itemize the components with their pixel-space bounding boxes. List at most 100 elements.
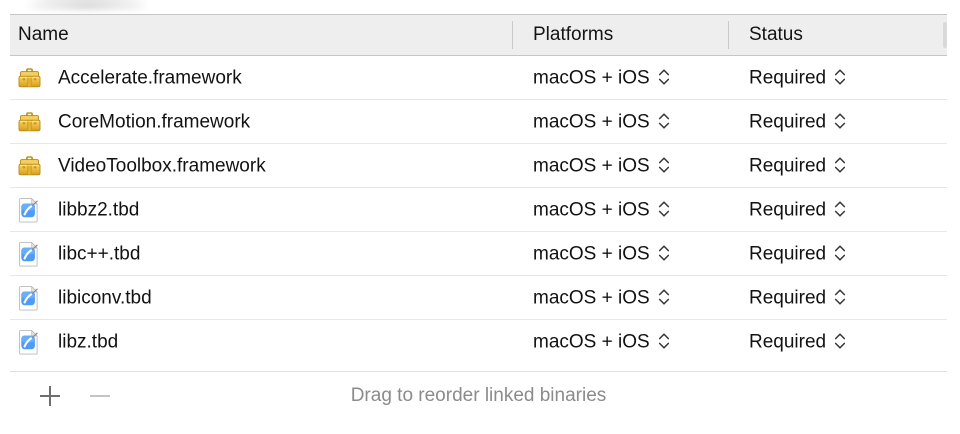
cell-status[interactable]: Required <box>737 320 846 363</box>
status-popup-chevron[interactable] <box>834 200 846 218</box>
chevron-up-down-icon <box>834 113 846 129</box>
column-header-platforms[interactable]: Platforms <box>533 24 614 45</box>
table-header-row: Name Platforms Status <box>10 14 947 56</box>
cell-name[interactable]: VideoToolbox.framework <box>18 144 266 187</box>
platforms-popup-value: macOS + iOS <box>533 331 650 353</box>
binary-name-label: libbz2.tbd <box>58 199 140 221</box>
platforms-popup-value: macOS + iOS <box>533 111 650 133</box>
chevron-up-down-icon <box>658 289 669 305</box>
cell-platforms[interactable]: macOS + iOS <box>521 276 670 319</box>
cell-name[interactable]: libiconv.tbd <box>18 276 152 319</box>
platforms-popup-value: macOS + iOS <box>533 199 650 221</box>
framework-toolbox-icon <box>16 109 43 135</box>
platforms-popup-chevron[interactable] <box>658 244 670 262</box>
tbd-document-icon <box>16 197 43 223</box>
status-popup-value: Required <box>749 331 827 353</box>
platforms-popup-value: macOS + iOS <box>533 287 650 309</box>
chevron-up-down-icon <box>834 333 846 349</box>
table-row[interactable]: VideoToolbox.framework macOS + iOS Require… <box>10 144 947 188</box>
cell-name[interactable]: libc++.tbd <box>18 232 140 275</box>
tbd-document-icon <box>19 285 38 311</box>
cell-platforms[interactable]: macOS + iOS <box>521 232 670 275</box>
table-row[interactable]: CoreMotion.framework macOS + iOS Required <box>10 100 947 144</box>
tbd-document-icon <box>19 197 38 223</box>
chevron-up-down-icon <box>658 333 669 349</box>
platforms-popup-chevron[interactable] <box>658 112 670 130</box>
binary-name-label: libiconv.tbd <box>58 287 152 309</box>
column-header-name[interactable]: Name <box>18 24 69 45</box>
status-popup-value: Required <box>749 111 827 133</box>
framework-toolbox-icon <box>18 68 41 88</box>
table-row[interactable]: libbz2.tbd macOS + iOS Required <box>10 188 947 232</box>
status-popup-value: Required <box>749 287 827 309</box>
status-popup-chevron[interactable] <box>834 244 846 262</box>
cell-platforms[interactable]: macOS + iOS <box>521 100 670 143</box>
status-popup-value: Required <box>749 243 827 265</box>
add-binary-button[interactable] <box>37 383 63 409</box>
framework-toolbox-icon <box>16 153 43 179</box>
cell-platforms[interactable]: macOS + iOS <box>521 144 670 187</box>
drag-reorder-hint: Drag to reorder linked binaries <box>350 385 607 406</box>
chevron-up-down-icon <box>834 157 846 173</box>
binary-name-label: Accelerate.framework <box>58 67 242 89</box>
framework-toolbox-icon <box>16 65 43 91</box>
status-popup-chevron[interactable] <box>834 288 846 306</box>
cell-name[interactable]: libz.tbd <box>18 320 118 363</box>
binary-name-label: CoreMotion.framework <box>58 111 251 133</box>
tbd-document-icon <box>19 241 38 267</box>
chevron-up-down-icon <box>658 69 669 85</box>
status-popup-chevron[interactable] <box>834 156 846 174</box>
cell-platforms[interactable]: macOS + iOS <box>521 188 670 231</box>
cell-status[interactable]: Required <box>737 100 846 143</box>
linked-binaries-table: Name Platforms Status Accelerate.framewo… <box>10 14 947 364</box>
panel-shadow-artifact <box>28 0 146 10</box>
cell-status[interactable]: Required <box>737 276 846 319</box>
table-row[interactable]: Accelerate.framework macOS + iOS Required <box>10 56 947 100</box>
platforms-popup-chevron[interactable] <box>658 156 670 174</box>
status-popup-chevron[interactable] <box>834 112 846 130</box>
table-footer-bar: Drag to reorder linked binaries <box>10 372 947 420</box>
tbd-document-icon <box>16 329 43 355</box>
cell-name[interactable]: Accelerate.framework <box>18 56 242 99</box>
chevron-up-down-icon <box>658 201 669 217</box>
column-divider-2[interactable] <box>728 21 729 49</box>
table-row[interactable]: libiconv.tbd macOS + iOS Required <box>10 276 947 320</box>
platforms-popup-value: macOS + iOS <box>533 155 650 177</box>
table-row[interactable]: libz.tbd macOS + iOS Required <box>10 320 947 364</box>
platforms-popup-chevron[interactable] <box>658 332 670 350</box>
cell-platforms[interactable]: macOS + iOS <box>521 56 670 99</box>
platforms-popup-chevron[interactable] <box>658 68 670 86</box>
status-popup-chevron[interactable] <box>834 332 846 350</box>
column-divider-1[interactable] <box>512 21 513 49</box>
platforms-popup-chevron[interactable] <box>658 200 670 218</box>
cell-status[interactable]: Required <box>737 232 846 275</box>
cell-status[interactable]: Required <box>737 56 846 99</box>
status-popup-chevron[interactable] <box>834 68 846 86</box>
platforms-popup-chevron[interactable] <box>658 288 670 306</box>
status-popup-value: Required <box>749 199 827 221</box>
chevron-up-down-icon <box>834 245 846 261</box>
footer-separator <box>10 371 947 372</box>
remove-binary-button[interactable] <box>87 383 113 409</box>
cell-name[interactable]: libbz2.tbd <box>18 188 139 231</box>
status-popup-value: Required <box>749 67 827 89</box>
chevron-up-down-icon <box>834 201 846 217</box>
cell-platforms[interactable]: macOS + iOS <box>521 320 670 363</box>
table-row[interactable]: libc++.tbd macOS + iOS Required <box>10 232 947 276</box>
tbd-document-icon <box>16 241 43 267</box>
cell-status[interactable]: Required <box>737 144 846 187</box>
chevron-up-down-icon <box>658 113 669 129</box>
tbd-document-icon <box>16 285 43 311</box>
cell-name[interactable]: CoreMotion.framework <box>18 100 250 143</box>
binary-name-label: libz.tbd <box>58 331 119 353</box>
minus-icon <box>90 395 110 397</box>
binary-name-label: VideoToolbox.framework <box>58 155 266 177</box>
tbd-document-icon <box>19 329 38 355</box>
plus-icon <box>40 386 60 406</box>
status-popup-value: Required <box>749 155 827 177</box>
platforms-popup-value: macOS + iOS <box>533 243 650 265</box>
cell-status[interactable]: Required <box>737 188 846 231</box>
column-header-status[interactable]: Status <box>749 24 803 45</box>
